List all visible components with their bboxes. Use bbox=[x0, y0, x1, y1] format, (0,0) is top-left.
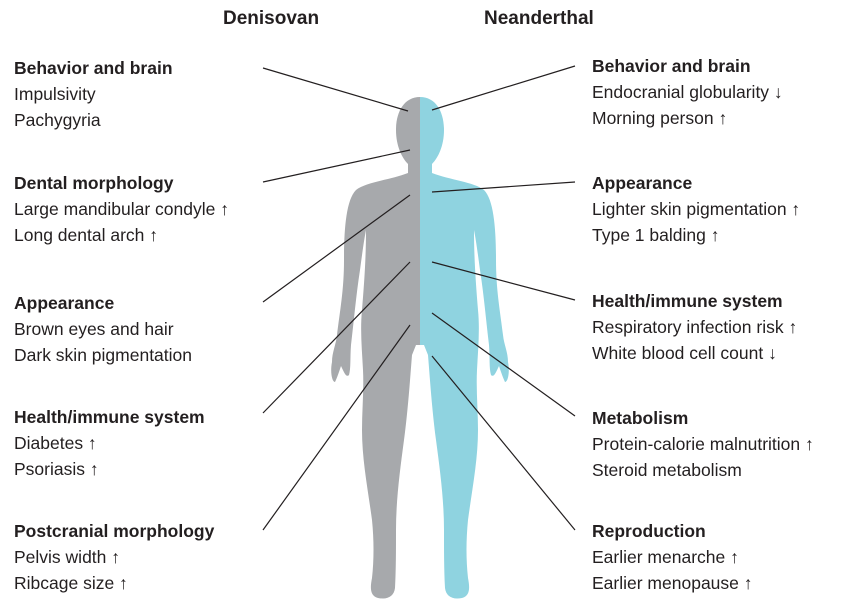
leader-line-nea-behavior bbox=[432, 66, 575, 110]
trait-item: Steroid metabolism bbox=[592, 457, 856, 483]
neanderthal-half bbox=[331, 97, 509, 599]
trait-item: Brown eyes and hair bbox=[14, 316, 294, 342]
denisovan-title: Denisovan bbox=[223, 8, 319, 30]
trait-item: Earlier menarche ↑ bbox=[592, 544, 856, 570]
neanderthal-behavior-group: Behavior and brain Endocranial globulari… bbox=[592, 53, 856, 131]
group-heading: Health/immune system bbox=[592, 288, 856, 314]
trait-item: Impulsivity bbox=[14, 81, 294, 107]
trait-item: Protein-calorie malnutrition ↑ bbox=[592, 431, 856, 457]
trait-item: Dark skin pigmentation bbox=[14, 342, 294, 368]
neanderthal-appearance-group: Appearance Lighter skin pigmentation ↑ T… bbox=[592, 170, 856, 248]
denisovan-appearance-group: Appearance Brown eyes and hair Dark skin… bbox=[14, 290, 294, 368]
group-heading: Behavior and brain bbox=[14, 55, 294, 81]
trait-item: Endocranial globularity ↓ bbox=[592, 79, 856, 105]
group-heading: Dental morphology bbox=[14, 170, 294, 196]
trait-item: Pachygyria bbox=[14, 107, 294, 133]
trait-item: Ribcage size ↑ bbox=[14, 570, 294, 596]
group-heading: Metabolism bbox=[592, 405, 856, 431]
group-heading: Behavior and brain bbox=[592, 53, 856, 79]
denisovan-health-group: Health/immune system Diabetes ↑ Psoriasi… bbox=[14, 404, 294, 482]
group-heading: Reproduction bbox=[592, 518, 856, 544]
trait-item: Earlier menopause ↑ bbox=[592, 570, 856, 596]
trait-item: Diabetes ↑ bbox=[14, 430, 294, 456]
trait-item: Morning person ↑ bbox=[592, 105, 856, 131]
neanderthal-reproduction-group: Reproduction Earlier menarche ↑ Earlier … bbox=[592, 518, 856, 596]
trait-item: Pelvis width ↑ bbox=[14, 544, 294, 570]
group-heading: Health/immune system bbox=[14, 404, 294, 430]
denisovan-behavior-group: Behavior and brain Impulsivity Pachygyri… bbox=[14, 55, 294, 133]
trait-item: White blood cell count ↓ bbox=[592, 340, 856, 366]
neanderthal-metabolism-group: Metabolism Protein-calorie malnutrition … bbox=[592, 405, 856, 483]
trait-item: Respiratory infection risk ↑ bbox=[592, 314, 856, 340]
neanderthal-title: Neanderthal bbox=[484, 8, 594, 30]
denisovan-postcranial-group: Postcranial morphology Pelvis width ↑ Ri… bbox=[14, 518, 294, 596]
group-heading: Appearance bbox=[14, 290, 294, 316]
neanderthal-health-group: Health/immune system Respiratory infecti… bbox=[592, 288, 856, 366]
trait-item: Type 1 balding ↑ bbox=[592, 222, 856, 248]
trait-item: Large mandibular condyle ↑ bbox=[14, 196, 294, 222]
group-heading: Postcranial morphology bbox=[14, 518, 294, 544]
trait-item: Long dental arch ↑ bbox=[14, 222, 294, 248]
group-heading: Appearance bbox=[592, 170, 856, 196]
trait-item: Lighter skin pigmentation ↑ bbox=[592, 196, 856, 222]
denisovan-dental-group: Dental morphology Large mandibular condy… bbox=[14, 170, 294, 248]
trait-item: Psoriasis ↑ bbox=[14, 456, 294, 482]
